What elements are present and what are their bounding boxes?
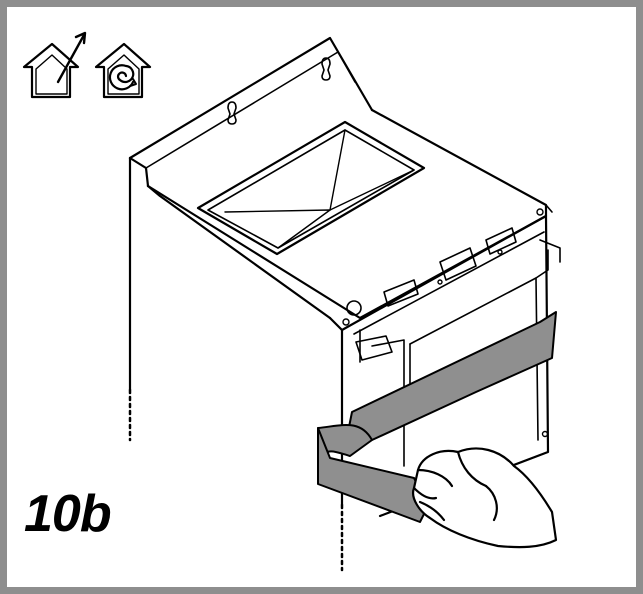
duct-opening xyxy=(196,120,426,256)
ducted-exhaust-icon xyxy=(22,31,87,99)
protective-tape xyxy=(317,311,557,523)
hand xyxy=(412,447,558,549)
hood-body xyxy=(128,36,553,572)
recirculation-icon xyxy=(94,42,152,99)
step-number-label: 10b xyxy=(24,485,112,543)
